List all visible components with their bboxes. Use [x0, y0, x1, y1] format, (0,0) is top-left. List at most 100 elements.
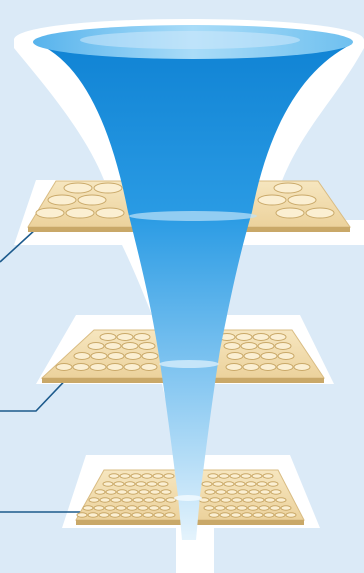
bottom-sieve-hole: [165, 497, 177, 503]
middle-sieve-hole: [225, 363, 243, 371]
bottom-sieve-hole: [115, 505, 127, 511]
bottom-sieve-hole: [104, 505, 116, 511]
bottom-sieve-hole: [113, 481, 125, 487]
funnel: [33, 25, 353, 540]
bottom-sieve-hole: [207, 473, 219, 479]
bottom-sieve-hole: [241, 512, 253, 518]
funnel-middle-opening: [159, 360, 219, 368]
bottom-sieve-hole: [270, 489, 282, 495]
bottom-sieve-hole: [204, 489, 216, 495]
bottom-sieve-hole: [82, 505, 94, 511]
top-sieve-hole: [65, 207, 95, 219]
middle-sieve-hole: [121, 342, 139, 350]
bottom-sieve-hole: [93, 505, 105, 511]
middle-sieve-hole: [276, 363, 294, 371]
middle-sieve-hole: [87, 342, 105, 350]
bottom-sieve-hole: [251, 473, 263, 479]
bottom-sieve-hole: [87, 512, 99, 518]
bottom-sieve-hole: [259, 489, 271, 495]
bottom-sieve-hole: [108, 473, 120, 479]
bottom-sieve-hole: [159, 505, 171, 511]
bottom-sieve-hole: [252, 512, 264, 518]
middle-sieve-hole: [140, 363, 158, 371]
bottom-sieve-hole: [274, 512, 286, 518]
bottom-sieve-hole: [201, 481, 213, 487]
middle-sieve-hole: [226, 352, 244, 360]
bottom-sieve-hole: [126, 505, 138, 511]
bottom-sieve-hole: [203, 505, 215, 511]
bottom-sieve-hole: [215, 489, 227, 495]
middle-sieve-hole: [141, 352, 159, 360]
bottom-sieve-hole: [99, 497, 111, 503]
bottom-sieve-hole: [149, 489, 161, 495]
middle-sieve-hole: [90, 352, 108, 360]
bottom-sieve-hole: [76, 512, 88, 518]
middle-sieve-hole: [259, 363, 277, 371]
bottom-sieve-hole: [109, 512, 121, 518]
top-sieve-hole: [35, 207, 65, 219]
middle-sieve-hole: [252, 333, 270, 341]
bottom-sieve-hole: [102, 481, 114, 487]
middle-sieve-hole: [104, 342, 122, 350]
bottom-sieve-hole: [160, 489, 172, 495]
bottom-sieve-hole: [130, 473, 142, 479]
bottom-sieve-hole: [219, 512, 231, 518]
bottom-sieve-hole: [142, 512, 154, 518]
bottom-sieve-hole: [231, 497, 243, 503]
bottom-sieve-hole: [267, 481, 279, 487]
bottom-sieve-hole: [110, 497, 122, 503]
bottom-sieve-hole: [120, 512, 132, 518]
middle-sieve-hole: [243, 352, 261, 360]
bottom-sieve-hole: [229, 473, 241, 479]
middle-sieve-hole: [223, 342, 241, 350]
bottom-sieve-hole: [220, 497, 232, 503]
bottom-sieve-hole: [218, 473, 230, 479]
middle-sieve-hole: [123, 363, 141, 371]
top-sieve-hole: [275, 207, 305, 219]
middle-sieve-hole: [89, 363, 107, 371]
middle-sieve-hole: [269, 333, 287, 341]
bottom-sieve-hole: [253, 497, 265, 503]
middle-sieve-hole: [293, 363, 311, 371]
bottom-sieve-hole: [127, 489, 139, 495]
middle-sieve-hole: [240, 342, 258, 350]
middle-sieve-hole: [55, 363, 73, 371]
bottom-sieve-hole: [98, 512, 110, 518]
bottom-sieve-hole: [223, 481, 235, 487]
bottom-sieve-hole: [121, 497, 133, 503]
bottom-sieve-hole: [214, 505, 226, 511]
bottom-sieve-hole: [234, 481, 246, 487]
bottom-sieve-holes: [76, 473, 297, 518]
bottom-sieve-hole: [285, 512, 297, 518]
bottom-sieve-hole: [245, 481, 257, 487]
bottom-sieve-hole: [146, 481, 158, 487]
bottom-sieve-hole: [135, 481, 147, 487]
middle-sieve-hole: [235, 333, 253, 341]
bottom-sieve-hole: [247, 505, 259, 511]
bottom-sieve-hole: [131, 512, 143, 518]
middle-sieve-hole: [73, 352, 91, 360]
middle-sieve-hole: [133, 333, 151, 341]
top-sieve-hole: [273, 182, 303, 194]
middle-sieve-hole: [106, 363, 124, 371]
bottom-sieve-hole: [138, 489, 150, 495]
middle-sieve-hole: [242, 363, 260, 371]
middle-sieve-hole: [274, 342, 292, 350]
bottom-sieve-hole: [94, 489, 106, 495]
bottom-sieve-hole: [153, 512, 165, 518]
bottom-sieve-hole: [154, 497, 166, 503]
middle-sieve-hole: [257, 342, 275, 350]
bottom-sieve-hole: [236, 505, 248, 511]
middle-sieve-hole: [277, 352, 295, 360]
bottom-sieve-hole: [237, 489, 249, 495]
bottom-sieve-hole: [164, 512, 176, 518]
top-sieve-holes: [35, 182, 335, 219]
bottom-sieve-hole: [262, 473, 274, 479]
funnel-body: [34, 42, 352, 540]
bottom-sieve-hole: [248, 489, 260, 495]
funnel-top-opening-shadow: [129, 211, 257, 221]
bottom-sieve-hole: [132, 497, 144, 503]
middle-sieve-hole: [107, 352, 125, 360]
bottom-sieve-hole: [264, 497, 276, 503]
